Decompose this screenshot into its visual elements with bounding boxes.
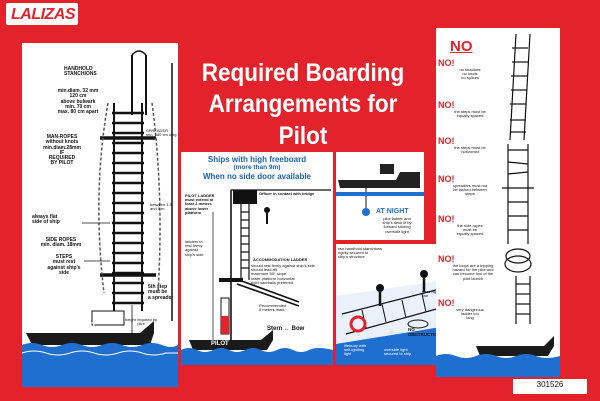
- deck-diagram: [336, 270, 447, 365]
- ladder-length-label: between 1.5 and 9 m: [150, 202, 172, 212]
- pilot-boat-label: PILOT: [66, 321, 98, 331]
- overside-light-label: overside light secured to ship: [384, 347, 412, 357]
- steps-label: STEPS must rest against ship's side: [47, 254, 81, 276]
- height-label: height required by pilot: [124, 317, 158, 327]
- no-item-mark: NO!: [438, 254, 455, 264]
- no-item: NO! the steps must be equally spaced: [438, 100, 502, 118]
- no-panel: NO NO! no shackles no knots no splices N…: [436, 28, 560, 377]
- no-item-text: spreaders must not be lashed between ste…: [452, 183, 488, 197]
- no-item-mark: NO!: [438, 174, 455, 184]
- no-item-text: no shackles no knots no splices: [459, 67, 481, 81]
- recommended-label: Recommended 5 meters mark: [259, 303, 287, 313]
- product-code: 301526: [513, 379, 587, 394]
- ladders-rest-label: ladders to rest firmly against ship's si…: [185, 239, 204, 257]
- spreader-label: SPREADER min. 180 cm long: [146, 128, 177, 138]
- accommodation-ladder-diagram: [181, 189, 333, 365]
- no-item-text: the steps must be equally spaced: [454, 109, 486, 119]
- brand-logo: LALIZAS: [6, 3, 78, 25]
- poster-title: Required Boarding Arrangements for Pilot: [183, 58, 423, 152]
- incorrect-ladders-diagram: [436, 33, 560, 377]
- night-ship-diagram: [336, 164, 424, 240]
- night-text: pilot ladder and ship's deck lit by forw…: [382, 216, 412, 234]
- heaving-line-label: heaving line: [422, 289, 437, 299]
- no-item-text: the side-ropes must be equally spaced: [456, 223, 484, 237]
- no-item: NO! the steps must be horizontal: [438, 136, 502, 154]
- lifebuoy-label: lifebuoy with self-igniting light: [344, 343, 367, 357]
- ladder-rungs: [112, 111, 144, 305]
- fifth-step-label: 5th step must be a spreader: [148, 284, 174, 301]
- no-item: NO! the side-ropes must be equally space…: [438, 214, 502, 237]
- stern-bow-label: Stern ← Bow: [267, 326, 305, 332]
- officer-label: Officer in contact with bridge: [259, 191, 315, 196]
- accommodation-text: should rest firmly against ship's side s…: [251, 263, 315, 285]
- siderope-label: SIDE ROPES min. diam. 18mm: [40, 237, 82, 249]
- stanchion-note: two handhold stanchions rigidly secured …: [338, 246, 383, 260]
- freeboard-panel: Ships with high freeboard (more than 9m)…: [181, 152, 333, 365]
- title-line-2: Arrangements for Pilot: [208, 90, 398, 150]
- no-obstructions-label: NO OBSTRUCTIONS: [408, 327, 444, 337]
- no-item-mark: NO!: [438, 214, 455, 224]
- ladder-panel: HANDHOLD STANCHIONS min.diam. 32 mm 120 …: [22, 43, 178, 387]
- freeboard-heading-2: When no side door available: [202, 172, 312, 181]
- accommodation-label: ACCOMMODATION LADDER: [253, 257, 308, 262]
- flat-side-label: always flat side of ship: [32, 214, 60, 226]
- no-item: NO! no shackles no knots no splices: [438, 58, 502, 81]
- no-item: NO! very dangerous ladder too long: [438, 298, 502, 321]
- night-heading: AT NIGHT: [376, 208, 409, 215]
- night-panel: AT NIGHT pilot ladder and ship's deck li…: [336, 152, 424, 240]
- no-item-text: very dangerous ladder too long: [456, 307, 484, 321]
- no-item-mark: NO!: [438, 100, 455, 110]
- handhold-label: HANDHOLD STANCHIONS: [64, 66, 97, 78]
- freeboard-subheading: (more than 9m): [233, 164, 281, 171]
- freeboard-heading: Ships with high freeboard: [207, 155, 307, 164]
- deck-panel: two handhold stanchions rigidly secured …: [336, 244, 447, 365]
- no-item-text: the steps must be horizontal: [454, 145, 486, 155]
- manropes-label: MAN-ROPES without knots min.diam.28mm IF…: [43, 134, 81, 167]
- no-item: NO! the loops are a tripping hazard for …: [438, 254, 508, 281]
- no-item-mark: NO!: [438, 136, 455, 146]
- no-item-mark: NO!: [438, 298, 455, 308]
- no-panel-heading: NO: [450, 38, 473, 55]
- pilot-ladder-label: PILOT LADDER must extend at least 2 mete…: [185, 193, 215, 215]
- handhold-dims: min.diam. 32 mm 120 cm above bulwark min…: [57, 88, 99, 115]
- no-item: NO! spreaders must not be lashed between…: [438, 174, 502, 197]
- product-code-text: 301526: [536, 380, 564, 389]
- no-item-mark: NO!: [438, 58, 455, 68]
- pilot-ladder-diagram: [22, 50, 178, 387]
- title-line-1: Required Boarding: [201, 59, 405, 87]
- no-item-text: the loops are a tripping hazard for the …: [452, 263, 494, 281]
- brand-logo-text: LALIZAS: [11, 6, 76, 23]
- freeboard-pilot-boat-label: PILOT: [211, 341, 229, 347]
